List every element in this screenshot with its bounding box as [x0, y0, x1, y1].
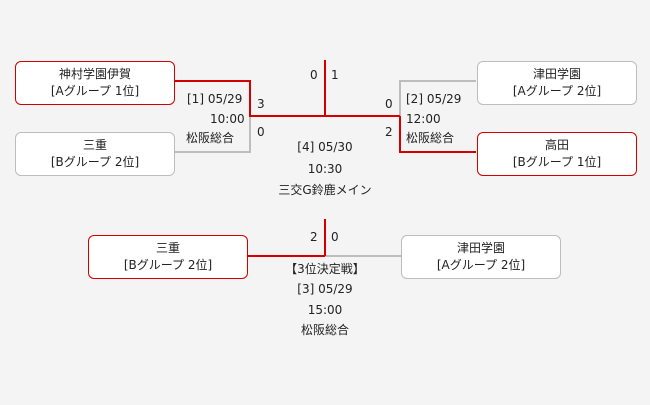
final-venue: 三交G鈴鹿メイン	[278, 183, 372, 197]
match1-score-top: 3	[257, 97, 265, 111]
team-name: 高田	[544, 138, 569, 152]
team-box-left-bottom[interactable]: 三重 [Bグループ 2位]	[15, 132, 175, 176]
line-left-top	[175, 80, 251, 100]
match2-time: 12:00	[406, 112, 441, 126]
team-name: 津田学園	[456, 241, 505, 255]
3rd-score-left: 2	[310, 230, 318, 244]
3rd-time: 15:00	[307, 303, 343, 317]
team-name: 津田学園	[532, 67, 581, 81]
3rd-title: 【3位決定戦】	[285, 262, 365, 276]
team-group: [Bグループ 2位]	[123, 258, 213, 272]
team-group: [Bグループ 2位]	[50, 155, 140, 169]
3rd-score-right: 0	[331, 230, 339, 244]
line-m1-to-final	[249, 100, 325, 117]
match1-score-bottom: 0	[257, 125, 265, 139]
match1-number-date: [1] 05/29	[187, 92, 243, 106]
3rd-number-date: [3] 05/29	[297, 282, 353, 296]
match2-venue: 松阪総合	[406, 131, 455, 145]
team-box-3rd-right[interactable]: 津田学園 [Aグループ 2位]	[401, 235, 561, 279]
final-time: 10:30	[307, 162, 343, 176]
team-name: 三重	[155, 241, 180, 255]
team-name: 三重	[82, 138, 107, 152]
team-group: [Aグループ 2位]	[512, 84, 602, 98]
team-box-right-top[interactable]: 津田学園 [Aグループ 2位]	[477, 61, 637, 105]
3rd-venue: 松阪総合	[300, 323, 349, 337]
line-right-bottom	[399, 116, 476, 153]
match1-venue: 松阪総合	[186, 131, 235, 145]
team-name: 神村学園伊賀	[58, 67, 131, 81]
match2-number-date: [2] 05/29	[406, 92, 462, 106]
team-group: [Aグループ 2位]	[436, 258, 526, 272]
team-group: [Bグループ 1位]	[512, 155, 602, 169]
team-box-3rd-left[interactable]: 三重 [Bグループ 2位]	[88, 235, 248, 279]
team-group: [Aグループ 1位]	[50, 84, 140, 98]
final-score-left: 0	[310, 68, 318, 82]
final-number-date: [4] 05/30	[297, 140, 353, 154]
final-score-right: 1	[331, 68, 339, 82]
match1-time: 10:00	[210, 112, 245, 126]
line-left-bottom	[175, 100, 251, 153]
team-box-right-bottom[interactable]: 高田 [Bグループ 1位]	[477, 132, 637, 176]
match2-score-top: 0	[385, 97, 393, 111]
line-right-top	[399, 80, 476, 116]
team-box-left-top[interactable]: 神村学園伊賀 [Aグループ 1位]	[15, 61, 175, 105]
match2-score-bottom: 2	[385, 125, 393, 139]
